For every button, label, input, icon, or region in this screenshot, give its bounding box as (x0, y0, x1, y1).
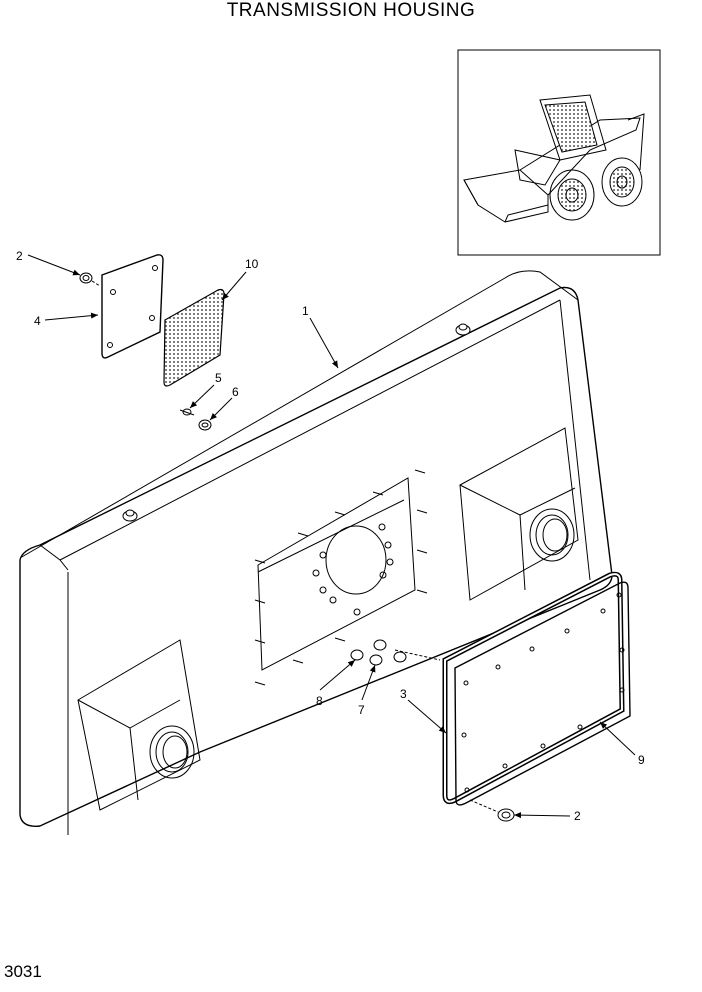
callout-2-top: 2 (16, 249, 23, 263)
access-cover (454, 581, 631, 806)
callout-2-bottom: 2 (574, 809, 581, 823)
cover-plate (101, 254, 164, 359)
callout-6: 6 (232, 385, 239, 399)
bolt-and-washer (179, 408, 212, 431)
callout-3: 3 (400, 687, 407, 701)
gasket (442, 571, 625, 805)
callout-8: 8 (316, 694, 323, 708)
transmission-housing (19, 270, 613, 835)
page-number: 3031 (4, 962, 42, 981)
callout-7: 7 (358, 703, 365, 717)
callout-1: 1 (302, 304, 309, 318)
diagram-title: TRANSMISSION HOUSING (226, 0, 476, 21)
nut-bottom (469, 799, 515, 822)
drain-plugs (350, 639, 441, 666)
callout-5: 5 (215, 371, 222, 385)
nut-top (79, 272, 101, 287)
filter-screen (163, 288, 225, 387)
skid-steer-loader-icon (457, 49, 661, 256)
callout-10: 10 (245, 257, 259, 271)
callout-9: 9 (638, 753, 645, 767)
leader-lines (27, 254, 636, 819)
callout-labels: 2 4 10 1 5 6 8 7 3 9 2 (16, 249, 645, 823)
callout-4: 4 (34, 314, 41, 328)
